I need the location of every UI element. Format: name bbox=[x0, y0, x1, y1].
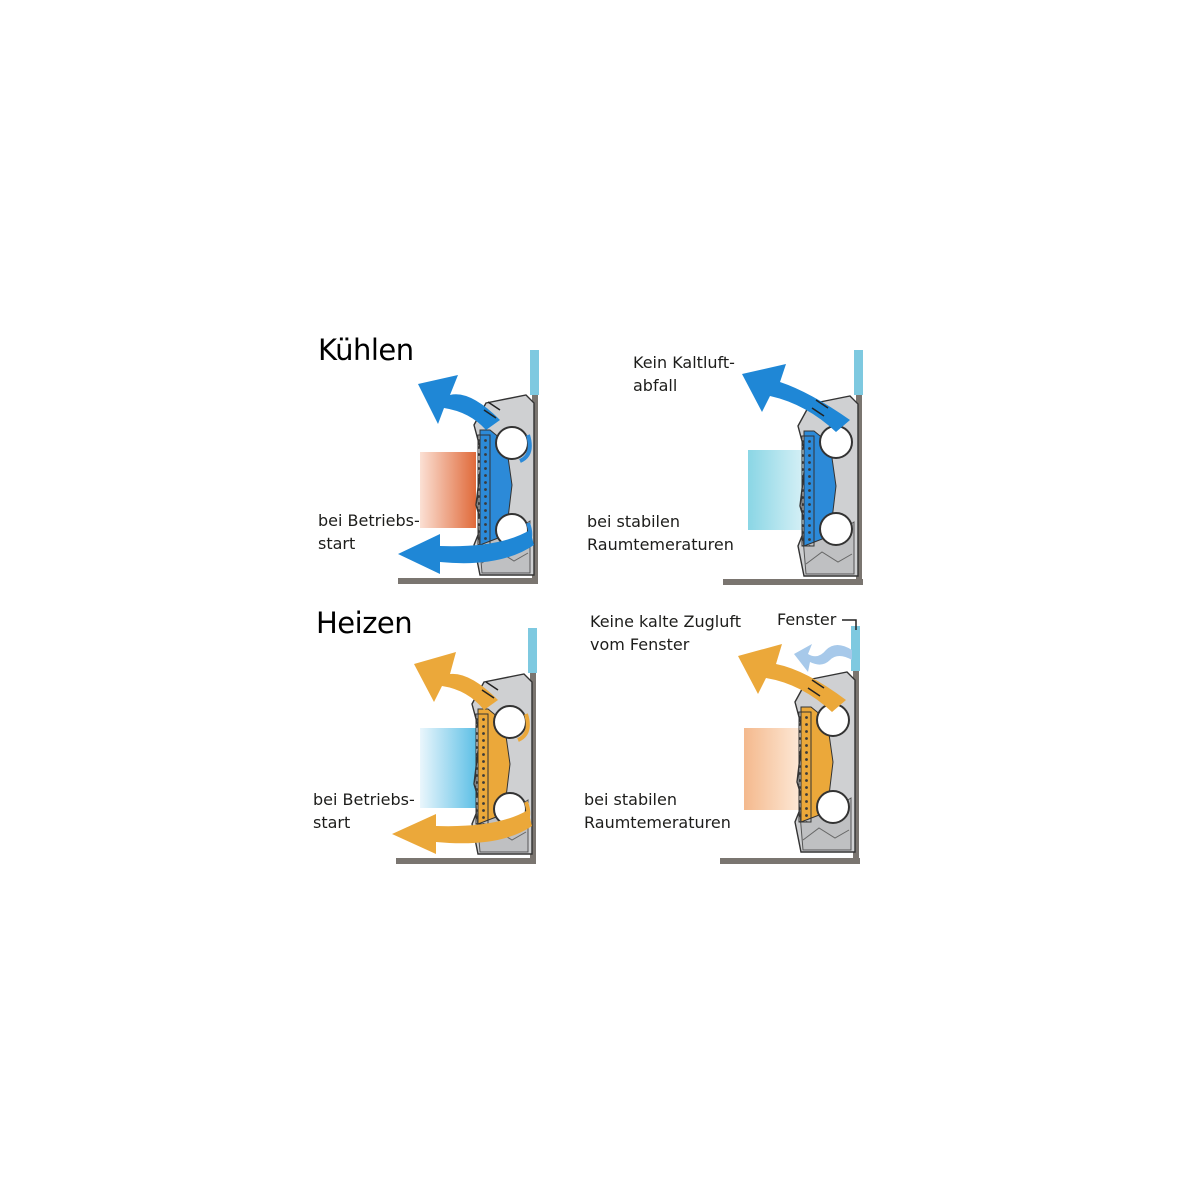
label-line: bei Betriebs- bbox=[318, 511, 420, 530]
no-draft-label: Keine kalte Zugluft vom Fenster bbox=[590, 610, 741, 656]
airflow-arrow-icon bbox=[418, 375, 500, 430]
label-line: vom Fenster bbox=[590, 635, 690, 654]
window-pointer bbox=[842, 619, 857, 630]
fan-icon bbox=[819, 512, 853, 546]
label-line: Keine kalte Zugluft bbox=[590, 612, 741, 631]
panel-heating-startup bbox=[392, 628, 537, 864]
airflow-arrow-icon bbox=[398, 530, 534, 574]
cool-air-gradient bbox=[748, 450, 804, 530]
label-line: start bbox=[318, 534, 356, 553]
airflow-arrow-icon bbox=[742, 364, 850, 432]
indoor-unit bbox=[471, 673, 533, 855]
fan-icon bbox=[495, 426, 529, 460]
heat-exchanger-icon bbox=[477, 434, 491, 546]
window-label: Fenster bbox=[777, 610, 837, 629]
indoor-unit bbox=[797, 395, 859, 577]
label-line: Raumtemeraturen bbox=[587, 535, 734, 554]
label-line: bei Betriebs- bbox=[313, 790, 415, 809]
label-line: start bbox=[313, 813, 351, 832]
heat-exchanger-icon bbox=[801, 435, 815, 547]
label-line: abfall bbox=[633, 376, 678, 395]
wall bbox=[856, 393, 862, 585]
window-icon bbox=[528, 628, 537, 673]
panel-cooling-stable bbox=[723, 350, 863, 585]
no-cold-drop-label: Kein Kaltluft- abfall bbox=[633, 351, 735, 397]
floor bbox=[723, 579, 863, 585]
window-icon bbox=[530, 350, 539, 395]
heat-exchanger-icon bbox=[475, 713, 489, 825]
airflow-arrow-icon bbox=[414, 652, 498, 710]
panel-cooling-startup bbox=[398, 350, 539, 584]
heating-startup-label: bei Betriebs- start bbox=[313, 788, 415, 834]
cooling-startup-label: bei Betriebs- start bbox=[318, 509, 420, 555]
window-icon bbox=[851, 626, 860, 671]
draft-arrow-icon bbox=[794, 644, 852, 672]
airflow-arrow-icon bbox=[392, 810, 532, 854]
wall bbox=[853, 668, 859, 864]
heating-stable-label: bei stabilen Raumtemeraturen bbox=[584, 788, 731, 834]
window-icon bbox=[854, 350, 863, 395]
fan-icon bbox=[493, 705, 527, 739]
floor bbox=[720, 858, 860, 864]
floor bbox=[398, 578, 538, 584]
cooling-title: Kühlen bbox=[318, 333, 414, 367]
label-line: Raumtemeraturen bbox=[584, 813, 731, 832]
label-line: bei stabilen bbox=[587, 512, 680, 531]
warm-air-gradient bbox=[744, 728, 800, 810]
heating-title: Heizen bbox=[316, 606, 413, 640]
label-line: Kein Kaltluft- bbox=[633, 353, 735, 372]
heat-exchanger-icon bbox=[798, 711, 812, 823]
label-line: bei stabilen bbox=[584, 790, 677, 809]
floor bbox=[396, 858, 536, 864]
wall bbox=[532, 393, 538, 584]
fan-icon bbox=[816, 790, 850, 824]
cool-air-gradient bbox=[420, 728, 476, 808]
indoor-unit bbox=[794, 671, 856, 853]
warm-air-gradient bbox=[420, 452, 476, 528]
cooling-stable-label: bei stabilen Raumtemeraturen bbox=[587, 510, 734, 556]
panel-heating-stable bbox=[720, 619, 860, 864]
wall bbox=[530, 672, 536, 864]
